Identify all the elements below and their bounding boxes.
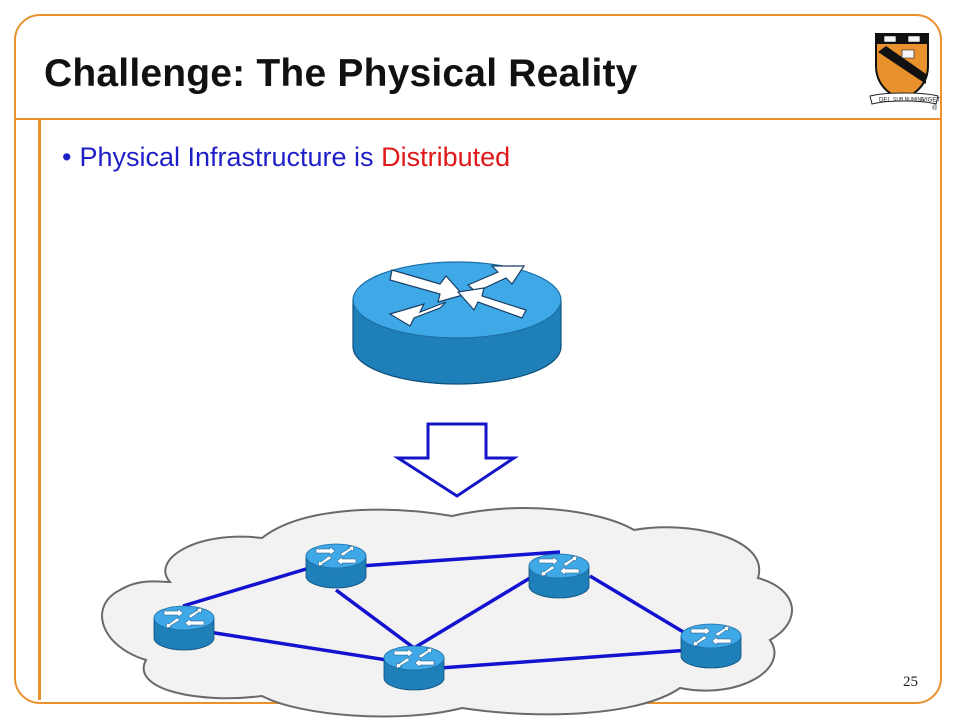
bullet-marker: •: [62, 142, 72, 172]
title-divider: [14, 118, 942, 120]
network-cloud-icon: [101, 507, 793, 718]
link-r2-r3: [359, 550, 561, 568]
router-r1-icon: [153, 605, 215, 651]
motto-banner: SUB NUMINE: [893, 97, 925, 103]
down-arrow-icon: [392, 422, 519, 498]
princeton-shield-icon: DEI SUB NUMINE VIGET ®: [869, 33, 940, 112]
bullet-highlight: Distributed: [381, 142, 511, 172]
motto-right: VIGET: [922, 98, 940, 104]
bullet-text: Physical Infrastructure is: [79, 142, 374, 172]
router-r4-icon: [383, 645, 445, 691]
slide-title: Challenge: The Physical Reality: [44, 52, 638, 95]
big-router-icon: [352, 261, 562, 385]
router-r2-icon: [305, 543, 367, 589]
motto-left: DEI: [879, 98, 889, 104]
link-r2-r4: [334, 588, 416, 650]
bullet-point: •Physical Infrastructure is Distributed: [62, 142, 510, 173]
router-r5-icon: [680, 623, 742, 669]
link-r4-r5: [439, 648, 691, 670]
link-r1-r4: [195, 628, 413, 666]
left-margin-rule: [38, 120, 41, 700]
link-r3-r4: [413, 576, 531, 650]
router-r3-icon: [528, 553, 590, 599]
page-number: 25: [903, 674, 918, 690]
registered-mark: ®: [932, 104, 938, 112]
